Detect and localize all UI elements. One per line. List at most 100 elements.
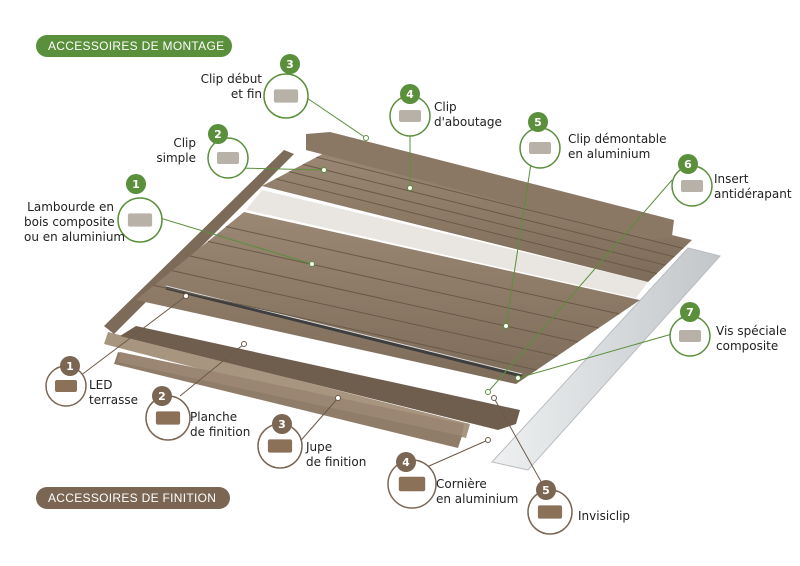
board-seam [207, 240, 599, 329]
leader-dot [485, 389, 491, 395]
aluminium-angle-profile [491, 247, 721, 471]
skirting-icon [267, 439, 293, 453]
leader-line [295, 397, 339, 447]
callout-number-badge [60, 356, 80, 376]
callout-number-badge [126, 174, 146, 194]
leader-lines [79, 95, 687, 495]
front-skirting [120, 326, 520, 430]
board-gap [246, 190, 648, 298]
leader-line [487, 179, 673, 393]
leader-dot [183, 293, 189, 299]
callout-number-badge [272, 414, 292, 434]
removable-clip-icon [529, 142, 551, 154]
callout-number-badge [396, 452, 416, 472]
board-field-upper [262, 150, 692, 282]
callout-number: 4 [402, 456, 410, 469]
leader-line [419, 439, 489, 471]
callout-invisiclip: 5 [527, 480, 573, 535]
leader-dot [491, 395, 497, 401]
board-seam [316, 156, 684, 249]
callout-number: 1 [66, 360, 74, 373]
callout-number-badge [152, 386, 172, 406]
board-seam [302, 163, 675, 258]
callout-led: 1 [45, 356, 87, 407]
callout-start-end-clip: 3 [263, 54, 309, 119]
joist-icon [127, 213, 153, 227]
callout-butt-joint-clip: 4 [389, 84, 431, 137]
callout-number-badge [400, 84, 420, 104]
callout-number: 5 [542, 484, 550, 497]
callout-skirting: 3 [257, 414, 303, 469]
leader-dot [485, 437, 491, 443]
leader-line [303, 95, 367, 139]
leader-dot [363, 135, 369, 141]
anti-slip-insert-icon [681, 180, 703, 192]
screw-icon [679, 330, 701, 342]
callout-simple-clip: 2 [207, 124, 249, 179]
callout-screw: 7 [669, 302, 711, 357]
callouts: 1 2 3 4 5 6 7 1 2 3 4 5 [45, 54, 713, 535]
callout-finishing-board: 2 [145, 386, 191, 441]
callout-number-badge [528, 112, 548, 132]
callout-number: 6 [684, 158, 692, 171]
leader-dot [515, 375, 521, 381]
leader-dot [503, 323, 509, 329]
leader-line [505, 143, 535, 327]
callout-aluminium-angle: 4 [387, 452, 437, 509]
montage-section-title: ACCESSOIRES DE MONTAGE [36, 35, 232, 57]
callout-anti-slip-insert: 6 [671, 154, 713, 207]
leader-dot [335, 395, 341, 401]
simple-clip-icon [217, 152, 239, 164]
aluminium-angle-icon [398, 476, 426, 492]
callout-number-badge [536, 480, 556, 500]
board-seam [171, 270, 558, 357]
front-skirting-lower [118, 352, 464, 436]
callout-number-badge [680, 302, 700, 322]
leader-line [235, 167, 325, 171]
callout-joist: 1 [117, 174, 163, 243]
board-seam [289, 171, 666, 266]
board-field-lower [136, 212, 640, 384]
board-seam [189, 255, 579, 343]
callout-number: 7 [686, 306, 694, 319]
finition-section-title: ACCESSOIRES DE FINITION [36, 487, 230, 509]
leader-line [79, 295, 187, 377]
butt-joint-clip-icon [399, 110, 421, 122]
board-seam [153, 284, 537, 371]
callout-number-badge [678, 154, 698, 174]
board-seam [225, 226, 620, 315]
callout-number-badge [208, 124, 228, 144]
finishing-board-icon [155, 411, 181, 425]
callout-number: 1 [132, 178, 140, 191]
deck-structure [104, 132, 721, 471]
leader-line [517, 329, 687, 379]
leader-line [159, 217, 313, 265]
leader-dot [241, 341, 247, 347]
start-end-clip-icon [273, 89, 299, 103]
board-seams [153, 156, 684, 371]
callout-number: 3 [278, 418, 286, 431]
leader-dot [309, 261, 315, 267]
callout-removable-clip: 5 [519, 112, 561, 169]
invisiclip-icon [537, 505, 563, 519]
led-strip [165, 286, 523, 378]
callout-number: 5 [534, 116, 542, 129]
callout-number: 2 [158, 390, 166, 403]
rear-finishing-board [306, 132, 674, 240]
callout-number: 2 [214, 128, 222, 141]
callout-number-badge [280, 54, 300, 74]
leader-dot [321, 167, 327, 173]
label-invisiclip: Invisiclip [578, 509, 631, 523]
